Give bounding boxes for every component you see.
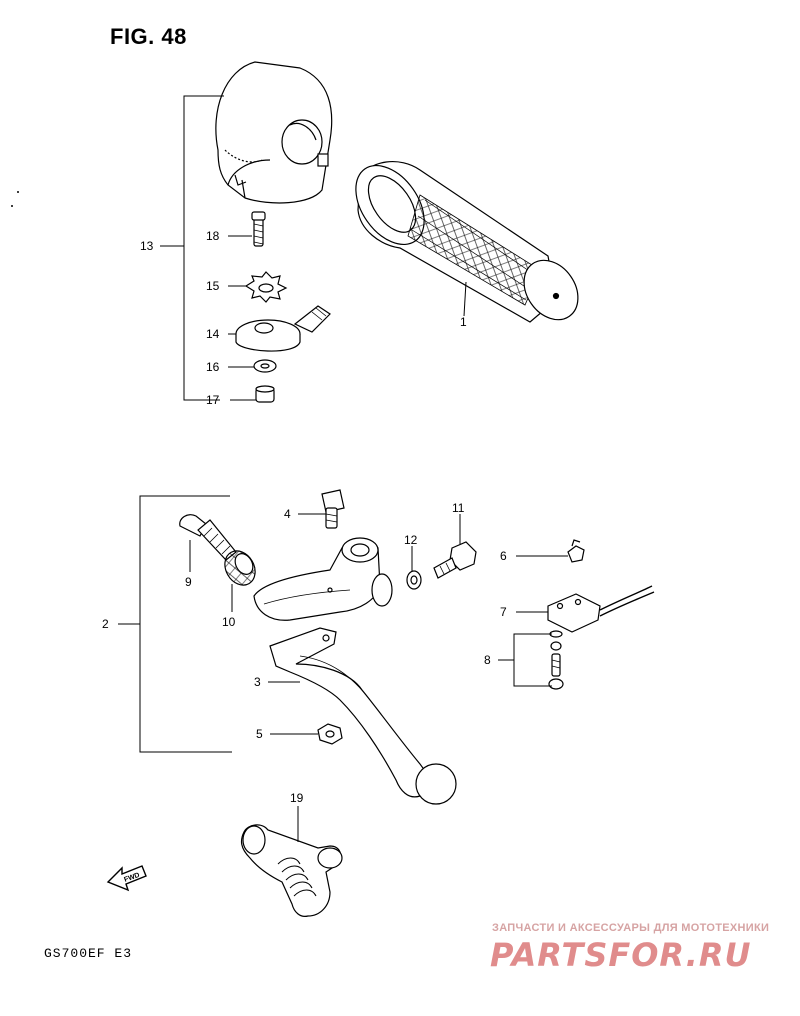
callout-9: 9 (185, 575, 192, 589)
figure-title: FIG. 48 (110, 24, 187, 49)
callout-10: 10 (222, 615, 236, 629)
callout-5: 5 (256, 727, 263, 741)
callout-13: 13 (140, 239, 154, 253)
callout-4: 4 (284, 507, 291, 521)
part-grip-1 (355, 161, 579, 323)
callout-17: 17 (206, 393, 220, 407)
part-switch-7 (547, 585, 655, 633)
callout-16: 16 (206, 360, 220, 374)
part-bolt-9 (179, 514, 237, 561)
part-knurled-nut-10 (224, 550, 256, 586)
fwd-direction-arrow (106, 865, 147, 892)
callout-7: 7 (500, 605, 507, 619)
callout-12: 12 (404, 533, 418, 547)
callout-3: 3 (254, 675, 261, 689)
part-boot-19 (240, 824, 343, 917)
callout-2: 2 (102, 617, 109, 631)
part-bolt-4 (321, 489, 345, 529)
callout-8: 8 (484, 653, 491, 667)
callout-6: 6 (500, 549, 507, 563)
watermark-logo: PARTSFOR.RU (490, 936, 752, 974)
part-washer-12 (406, 570, 422, 590)
part-housing-13 (215, 61, 333, 204)
part-star-washer-15 (244, 271, 288, 303)
callout-labels: 1 2 3 4 5 6 7 8 9 10 11 12 13 14 15 16 1… (102, 229, 507, 884)
watermark-tagline: ЗАПЧАСТИ И АКСЕССУАРЫ ДЛЯ МОТОТЕХНИКИ (492, 922, 770, 934)
part-clip-6 (567, 539, 585, 563)
callout-15: 15 (206, 279, 220, 293)
part-nut-5 (317, 723, 343, 745)
part-bolt-11 (433, 541, 477, 579)
scan-specks (11, 191, 19, 207)
part-washer-16 (253, 359, 277, 373)
part-lever-3 (269, 627, 457, 805)
part-screw-18 (251, 211, 266, 247)
callout-1: 1 (460, 315, 467, 329)
part-perch-bracket (253, 537, 393, 621)
leader-lines (118, 95, 568, 842)
callout-18: 18 (206, 229, 220, 243)
footer-model-code: GS700EF E3 (44, 946, 133, 961)
part-screws-8 (548, 630, 564, 690)
callout-19: 19 (290, 791, 304, 805)
part-nut-17 (255, 385, 275, 403)
part-adjuster-14 (235, 305, 331, 352)
callout-11: 11 (452, 501, 465, 515)
callout-14: 14 (206, 327, 220, 341)
